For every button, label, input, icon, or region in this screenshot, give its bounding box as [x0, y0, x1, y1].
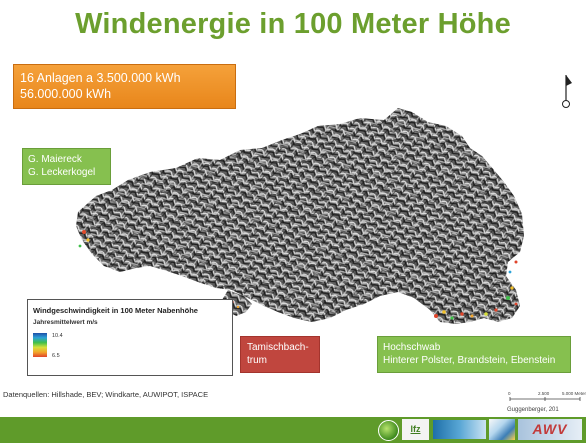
- label-maiereck-line2: G. Leckerkogel: [28, 167, 96, 178]
- blue-banner-logo: [433, 420, 486, 439]
- label-hochschwab-line2: Hinterer Polster, Brandstein, Ebenstein: [383, 355, 556, 366]
- footer-bar: [0, 417, 586, 443]
- author-credit: Guggenberger, 201: [507, 407, 559, 413]
- wind-legend: Windgeschwindigkeit in 100 Meter Nabenhö…: [27, 299, 233, 376]
- label-tamisch-line2: trum: [247, 355, 267, 366]
- label-maiereck: G. Maiereck G. Leckerkogel: [22, 148, 111, 185]
- legend-subtitle: Jahresmittelwert m/s: [33, 319, 98, 326]
- legend-min-value: 6.5: [52, 353, 60, 359]
- label-tamisch-line1: Tamischbach-: [247, 342, 309, 353]
- page-title: Windenergie in 100 Meter Höhe: [75, 8, 511, 40]
- awv-logo: AWV: [518, 419, 582, 440]
- scale-bar: [509, 397, 581, 401]
- lfz-logo: lfz: [402, 419, 429, 440]
- north-arrow-icon: [562, 75, 572, 108]
- energy-info-line2: 56.000.000 kWh: [20, 87, 112, 101]
- scale-tick-1: 2.500: [538, 391, 550, 396]
- energy-info-line1: 16 Anlagen a 3.500.000 kWh: [20, 71, 181, 85]
- energy-info-box: 16 Anlagen a 3.500.000 kWh 56.000.000 kW…: [13, 64, 236, 109]
- label-hochschwab: Hochschwab Hinterer Polster, Brandstein,…: [377, 336, 571, 373]
- data-source-text: Datenquellen: Hillshade, BEV; Windkarte,…: [3, 390, 209, 399]
- landscape-logo-icon: [489, 419, 515, 440]
- legend-max-value: 10.4: [52, 333, 63, 339]
- scale-tick-2: 5.000 Meter: [562, 391, 586, 396]
- scale-tick-0: 0: [508, 391, 511, 396]
- legend-color-scale: [33, 333, 47, 357]
- green-globe-logo-icon: [378, 420, 399, 441]
- label-hochschwab-line1: Hochschwab: [383, 342, 441, 353]
- label-tamischbachturm: Tamischbach- trum: [240, 336, 320, 373]
- label-maiereck-line1: G. Maiereck: [28, 154, 82, 165]
- legend-title: Windgeschwindigkeit in 100 Meter Nabenhö…: [33, 306, 198, 315]
